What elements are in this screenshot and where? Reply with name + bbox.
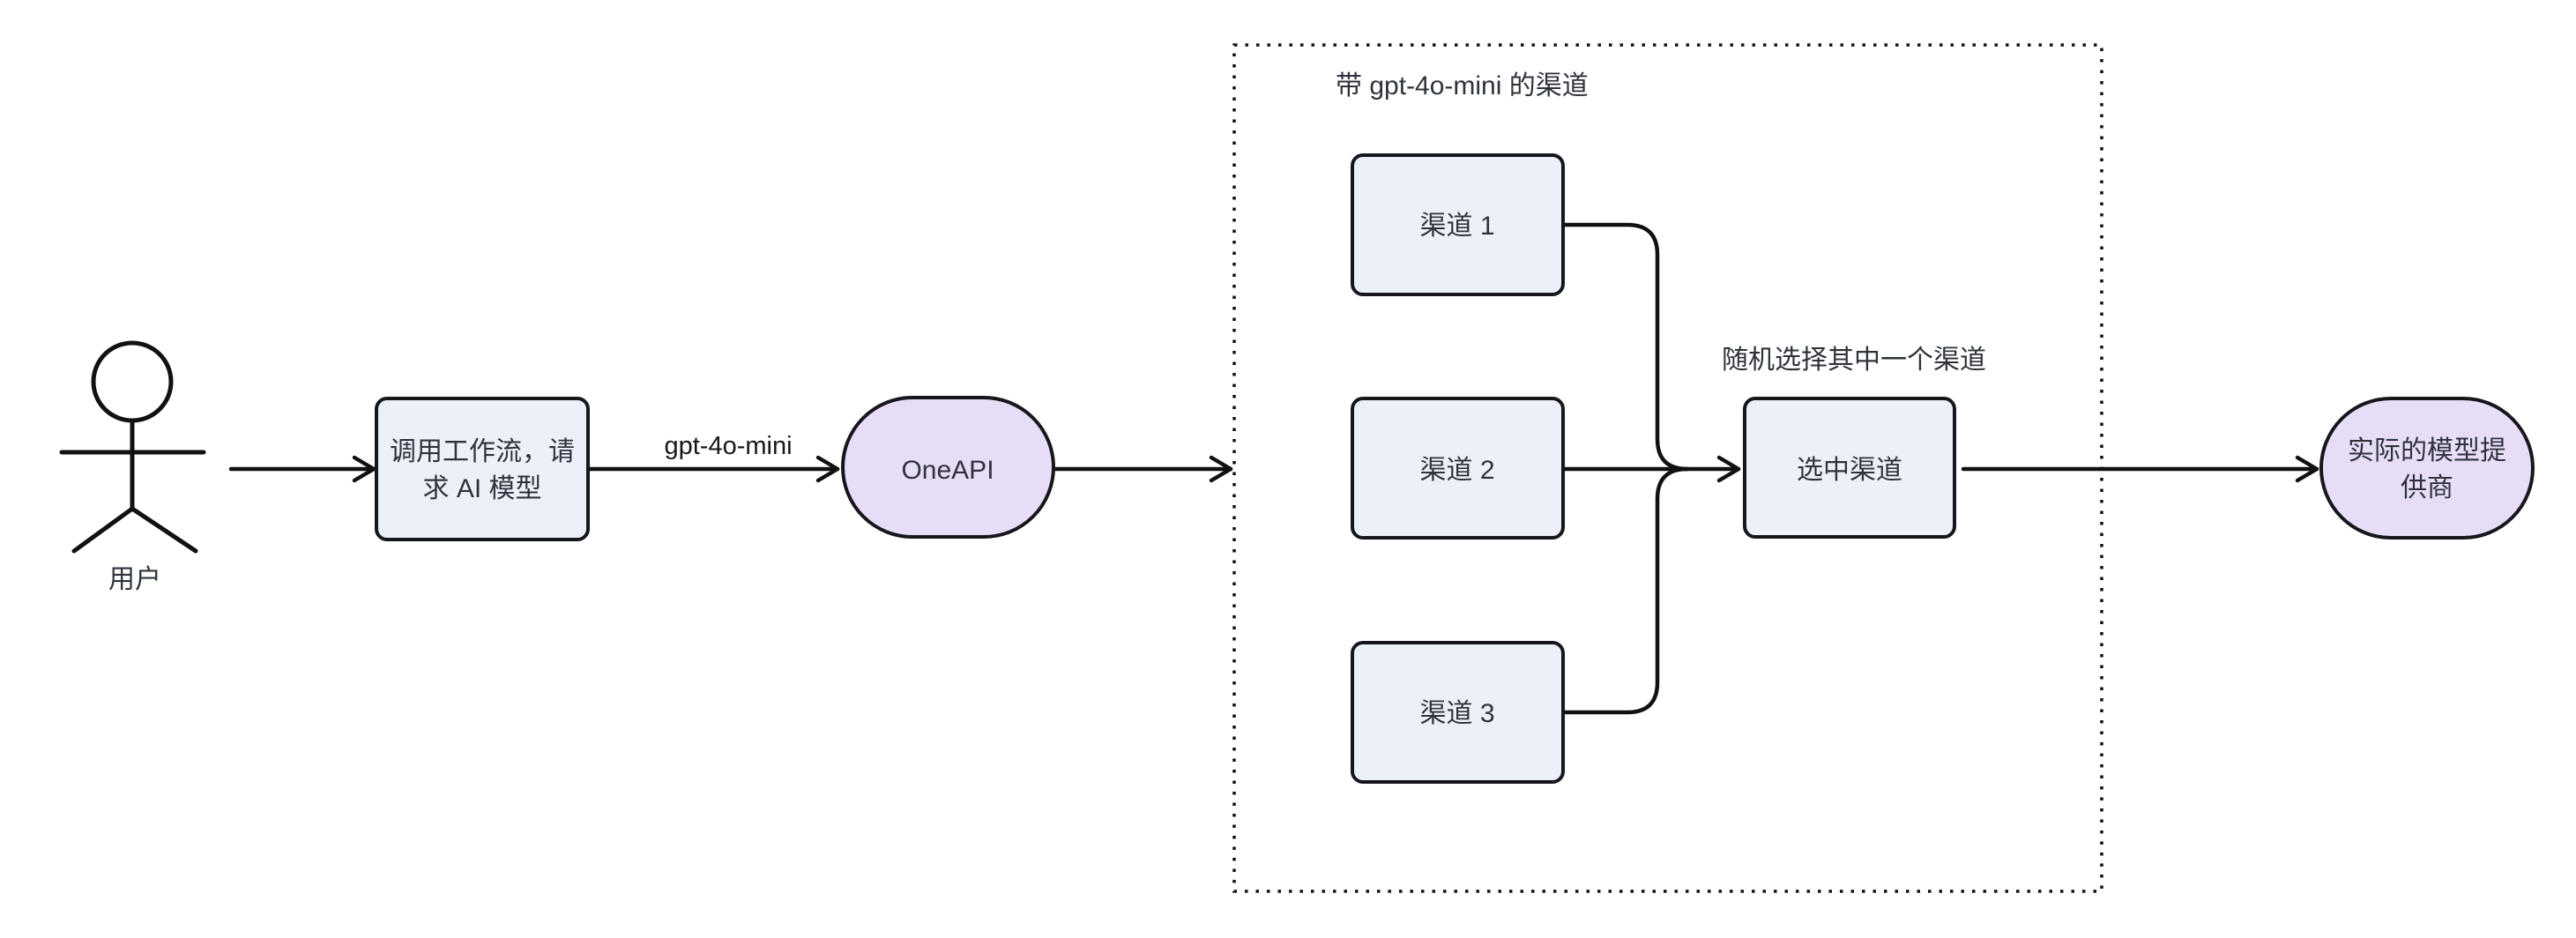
node-selected-channel: 选中渠道	[1743, 397, 1956, 539]
node-channel-2: 渠道 2	[1351, 397, 1565, 540]
subgraph-dotted-border	[1232, 43, 2103, 893]
node-workflow-label-line2: 求 AI 模型	[422, 474, 541, 503]
node-oneapi: OneAPI	[841, 396, 1055, 539]
edge-label-model: gpt-4o-mini	[664, 432, 792, 460]
actor-left-leg	[71, 506, 135, 554]
actor-user-figure: 用户	[59, 340, 206, 594]
node-channel-1-box	[1351, 153, 1565, 296]
node-selected-channel-label: 选中渠道	[1797, 456, 1902, 485]
node-channel-2-label: 渠道 2	[1419, 456, 1494, 485]
node-channel-3: 渠道 3	[1351, 641, 1565, 784]
node-provider: 实际的模型提 供商	[2319, 397, 2535, 540]
node-oneapi-stadium	[841, 396, 1055, 539]
subgraph-title: 带 gpt-4o-mini 的渠道	[1336, 71, 1589, 100]
node-workflow: 调用工作流，请 求 AI 模型	[375, 397, 590, 541]
subgraph-channels: 带 gpt-4o-mini 的渠道 随机选择其中一个渠道	[1232, 43, 2103, 893]
node-channel-3-box	[1351, 641, 1565, 784]
node-selected-channel-box	[1743, 397, 1956, 539]
edge-channel1-to-merge	[1560, 222, 1690, 472]
node-workflow-label-line1: 调用工作流，请	[390, 437, 575, 466]
actor-right-leg	[130, 506, 198, 554]
node-oneapi-label: OneAPI	[901, 456, 994, 485]
node-provider-label-line2: 供商	[2401, 473, 2453, 502]
node-workflow-box	[375, 397, 590, 541]
node-channel-3-label: 渠道 3	[1419, 699, 1494, 728]
actor-head	[91, 340, 174, 423]
edge-channel3-to-merge	[1560, 466, 1690, 715]
random-select-label: 随机选择其中一个渠道	[1722, 346, 1986, 375]
node-channel-1-label: 渠道 1	[1419, 212, 1494, 241]
node-channel-1: 渠道 1	[1351, 153, 1565, 296]
edges: gpt-4o-mini	[228, 222, 2319, 715]
node-channel-2-box	[1351, 397, 1565, 540]
actor-label: 用户	[108, 565, 161, 594]
node-provider-label-line1: 实际的模型提	[2348, 436, 2506, 465]
node-provider-stadium	[2319, 397, 2535, 540]
